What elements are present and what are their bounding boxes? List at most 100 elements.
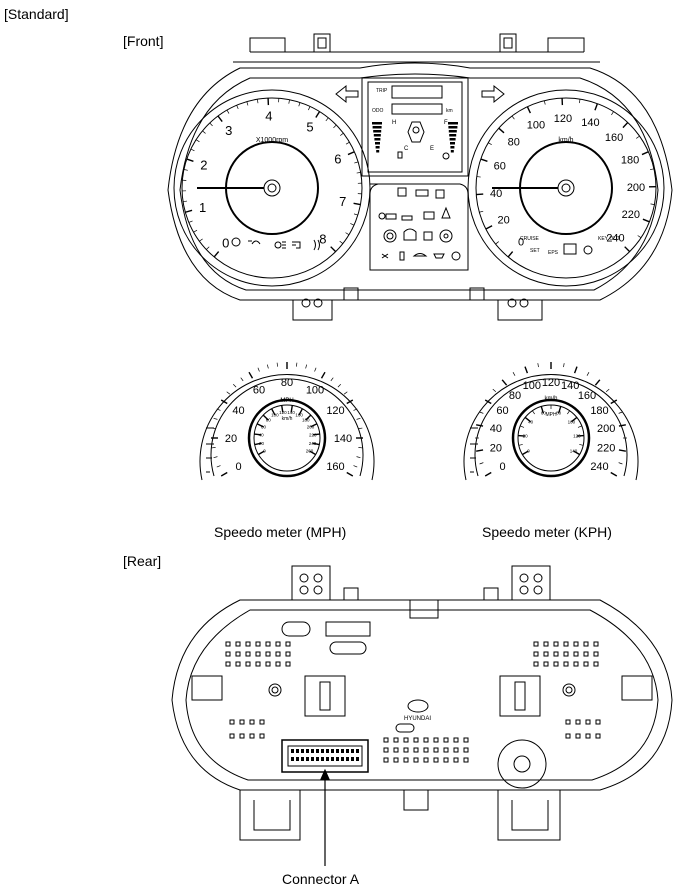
front-speedo-tick-label: 60 <box>494 160 506 172</box>
section-label-front: [Front] <box>123 33 164 49</box>
tach-tick <box>209 122 213 127</box>
tach-tick-label: 5 <box>306 119 313 134</box>
front-speedo-tick <box>636 135 640 139</box>
tach-tick <box>236 105 239 110</box>
kph-inner-tick <box>540 406 545 414</box>
kph-inner-tick <box>520 425 525 428</box>
front-speedo-tick <box>642 218 650 223</box>
tach-tick <box>186 158 194 162</box>
mph-outer-tick <box>356 456 361 459</box>
mph-outer-tick <box>330 377 334 382</box>
auto-hold-icon <box>563 243 577 255</box>
fuel-empty-label: E <box>430 146 434 152</box>
tach-tick <box>356 172 361 174</box>
kph-inner-tick-label: 60 <box>541 411 547 416</box>
tach-tick-label: 6 <box>334 152 341 167</box>
mph-outer-tick <box>296 362 298 367</box>
front-speedo-tick <box>624 246 631 253</box>
kph-outer-tick <box>524 366 529 374</box>
mph-outer-tick <box>266 364 269 369</box>
mph-inner-tick-label: 80 <box>266 418 272 423</box>
mph-inner-tick <box>305 414 312 421</box>
warning-lamp-panel <box>369 183 469 271</box>
tach-tick <box>339 240 344 244</box>
front-speedo-tick <box>594 103 599 111</box>
mph-inner-tick-label: 20 <box>259 441 265 446</box>
kph-inner-tick <box>570 416 578 423</box>
tach-tick <box>213 251 220 258</box>
front-speedo-unit-label: km/h <box>558 137 573 144</box>
mph-inner-tick <box>258 450 265 456</box>
connector-a-arrowhead-icon <box>320 768 330 780</box>
front-speedo-tick <box>641 151 649 156</box>
kph-outer-tick <box>479 462 484 465</box>
speedo-kph-dial <box>463 362 639 481</box>
mph-outer-tick <box>346 471 354 477</box>
kph-inner-tick <box>522 450 529 456</box>
front-speedo-tick-label: 160 <box>605 132 623 144</box>
mph-outer-unit: MPH <box>280 398 293 404</box>
mph-outer-tick-label: 80 <box>281 377 293 389</box>
right-turn-arrow-icon <box>481 84 505 104</box>
kph-outer-tick <box>537 363 539 368</box>
tach-tick <box>298 102 301 107</box>
tach-tick-label: 7 <box>339 194 346 209</box>
tach-tick-label: 1 <box>199 200 206 215</box>
tach-tick <box>256 99 259 104</box>
eps-label: EPS <box>548 250 559 256</box>
front-top-tabs <box>233 33 600 63</box>
kph-inner-tick-label: 120 <box>573 434 581 439</box>
tach-indicator-icons <box>231 237 320 251</box>
kph-outer-tick-label: 200 <box>597 423 615 435</box>
mph-outer-tick <box>213 456 218 459</box>
kph-inner-tick-label: 0 <box>527 449 530 454</box>
kph-inner-tick <box>518 434 526 437</box>
rear-inner-housing <box>185 609 659 781</box>
front-bottom-tabs <box>292 287 543 321</box>
mph-inner-tick-label: 120 <box>279 410 287 415</box>
mph-outer-tick <box>248 371 254 379</box>
kph-inner-tick <box>577 425 582 428</box>
kph-inner-tick <box>557 406 562 414</box>
tach-tick <box>353 213 358 216</box>
caption-speedo-kph: Speedo meter (KPH) <box>482 524 612 540</box>
odo-label: ODO <box>372 108 384 114</box>
tach-tick <box>333 124 337 129</box>
tach-tick <box>353 202 361 206</box>
kph-inner-tick <box>576 434 584 437</box>
left-turn-arrow-icon <box>335 84 359 104</box>
kph-inner-tick <box>573 450 580 456</box>
tach-tick <box>345 232 350 235</box>
mph-outer-tick <box>216 465 221 468</box>
front-speedo-tick-label: 80 <box>508 136 520 148</box>
mph-outer-tick-label: 140 <box>334 433 352 445</box>
front-speedo-tick <box>476 193 484 196</box>
tachometer <box>173 89 371 287</box>
set-label: SET <box>530 248 540 254</box>
kph-inner-tick-label: 40 <box>528 419 534 424</box>
kph-inner-tick <box>579 444 584 446</box>
tach-tick <box>246 101 249 106</box>
rear-brand-label: HYUNDAI <box>404 716 431 722</box>
kph-outer-tick-label: 180 <box>590 405 608 417</box>
rear-top-brackets <box>291 565 551 601</box>
mph-outer-tick <box>337 384 341 388</box>
front-bezel-inner <box>179 73 659 291</box>
front-outer-housing <box>167 62 673 301</box>
front-speedo-tick <box>649 168 655 171</box>
trip-label: TRIP <box>376 88 388 94</box>
tach-tick-label: 8 <box>319 231 326 246</box>
mph-inner-tick-label: 40 <box>259 432 265 437</box>
mph-outer-tick <box>356 417 361 420</box>
tach-tick <box>347 151 355 156</box>
tach-tick <box>345 141 350 145</box>
mph-outer-tick-label: 160 <box>326 461 344 473</box>
kph-outer-tick <box>618 449 626 452</box>
kph-outer-tick-label: 140 <box>561 380 579 392</box>
tach-tick <box>226 109 230 114</box>
kph-outer-tick-label: 220 <box>597 443 615 455</box>
tach-tick <box>183 169 188 171</box>
tach-tick <box>217 115 223 123</box>
mph-outer-tick-label: 100 <box>306 384 324 396</box>
kph-outer-tick <box>492 388 497 392</box>
